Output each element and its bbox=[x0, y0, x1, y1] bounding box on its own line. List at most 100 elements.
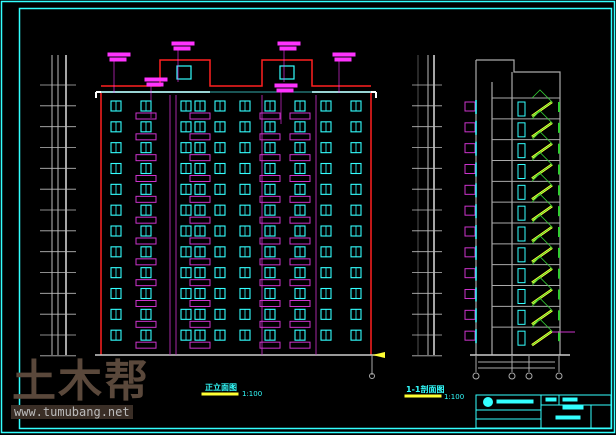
stair-outline bbox=[531, 297, 553, 325]
section-balcony bbox=[464, 330, 476, 341]
balcony bbox=[259, 300, 281, 307]
annotation-mark bbox=[107, 52, 131, 57]
section-door bbox=[517, 143, 526, 159]
balcony bbox=[289, 175, 311, 182]
elevation-scale: 1:100 bbox=[242, 390, 263, 398]
balcony bbox=[189, 133, 211, 141]
annotation-mark bbox=[332, 52, 356, 57]
section-balcony bbox=[464, 205, 476, 216]
title-text-mark bbox=[496, 399, 534, 404]
section-balcony bbox=[464, 226, 476, 237]
stair-outline bbox=[531, 214, 553, 242]
stair-outline bbox=[531, 235, 553, 263]
balcony bbox=[289, 258, 311, 266]
balcony bbox=[259, 216, 281, 224]
balcony bbox=[135, 133, 157, 141]
title-block bbox=[475, 394, 612, 429]
annotation-mark bbox=[144, 77, 168, 82]
section-scale: 1:100 bbox=[444, 393, 465, 401]
annotation-mark bbox=[146, 82, 164, 87]
section-balcony bbox=[464, 268, 476, 279]
title-text-mark bbox=[555, 415, 581, 420]
balcony bbox=[189, 258, 211, 266]
balcony bbox=[259, 175, 281, 182]
section-title-underline bbox=[404, 394, 442, 398]
inner-frame bbox=[18, 7, 613, 430]
balcony bbox=[135, 237, 157, 245]
roof-window bbox=[176, 65, 192, 80]
balcony bbox=[189, 154, 211, 162]
axis-bubble bbox=[525, 372, 533, 380]
section-door bbox=[517, 184, 526, 200]
stair-outline bbox=[531, 131, 553, 158]
balcony bbox=[289, 320, 311, 328]
section-door bbox=[517, 101, 526, 117]
section-balcony bbox=[464, 164, 476, 174]
stair-outline bbox=[531, 110, 553, 138]
balcony bbox=[259, 154, 281, 162]
annotation-mark bbox=[109, 57, 127, 62]
roof-outline bbox=[101, 59, 371, 87]
parapet bbox=[95, 91, 377, 98]
balcony bbox=[289, 300, 311, 307]
balcony bbox=[189, 300, 211, 307]
balcony bbox=[259, 195, 281, 203]
annotation-mark bbox=[276, 88, 294, 93]
balcony bbox=[189, 112, 211, 120]
section-balcony bbox=[464, 247, 476, 258]
section-door bbox=[517, 122, 526, 138]
section-balcony bbox=[464, 289, 476, 299]
elevation-title-underline bbox=[201, 392, 239, 396]
balcony bbox=[259, 237, 281, 245]
balcony bbox=[259, 341, 281, 349]
title-text-mark bbox=[562, 397, 578, 402]
section-balcony bbox=[464, 122, 476, 133]
balcony bbox=[189, 237, 211, 245]
balcony bbox=[189, 279, 211, 287]
section-door bbox=[517, 309, 526, 325]
annotation-mark bbox=[274, 83, 298, 88]
balcony bbox=[259, 258, 281, 266]
annotation-mark bbox=[173, 46, 191, 51]
section-balcony bbox=[464, 143, 476, 154]
watermark-url: www.tumubang.net bbox=[11, 405, 133, 419]
section-door bbox=[517, 205, 526, 221]
axis-bubble bbox=[472, 372, 480, 380]
stair-outline bbox=[531, 276, 553, 304]
balcony bbox=[259, 133, 281, 141]
company-logo bbox=[483, 397, 493, 407]
stair-outline bbox=[531, 172, 553, 200]
balcony bbox=[259, 320, 281, 328]
balcony bbox=[135, 279, 157, 287]
balcony bbox=[135, 175, 157, 182]
section-balcony bbox=[464, 101, 476, 112]
balcony bbox=[189, 195, 211, 203]
section-door bbox=[517, 268, 526, 284]
balcony bbox=[289, 195, 311, 203]
title-text-mark bbox=[562, 405, 584, 410]
balcony bbox=[289, 237, 311, 245]
balcony bbox=[189, 320, 211, 328]
stair-outline bbox=[531, 318, 553, 346]
balcony bbox=[289, 133, 311, 141]
balcony bbox=[135, 154, 157, 162]
section-door bbox=[517, 289, 526, 304]
section-door bbox=[517, 330, 526, 346]
balcony bbox=[135, 258, 157, 266]
balcony bbox=[289, 341, 311, 349]
annotation-mark bbox=[279, 46, 297, 51]
balcony bbox=[289, 279, 311, 287]
stair-outline bbox=[531, 193, 553, 221]
balcony bbox=[289, 154, 311, 162]
balcony bbox=[189, 216, 211, 224]
balcony bbox=[135, 216, 157, 224]
axis-bubble bbox=[555, 372, 563, 380]
balcony bbox=[135, 341, 157, 349]
section-door bbox=[517, 226, 526, 242]
balcony bbox=[259, 112, 281, 120]
ground-marker bbox=[372, 352, 385, 358]
balcony bbox=[135, 300, 157, 307]
balcony bbox=[135, 320, 157, 328]
section-balcony bbox=[464, 184, 476, 195]
